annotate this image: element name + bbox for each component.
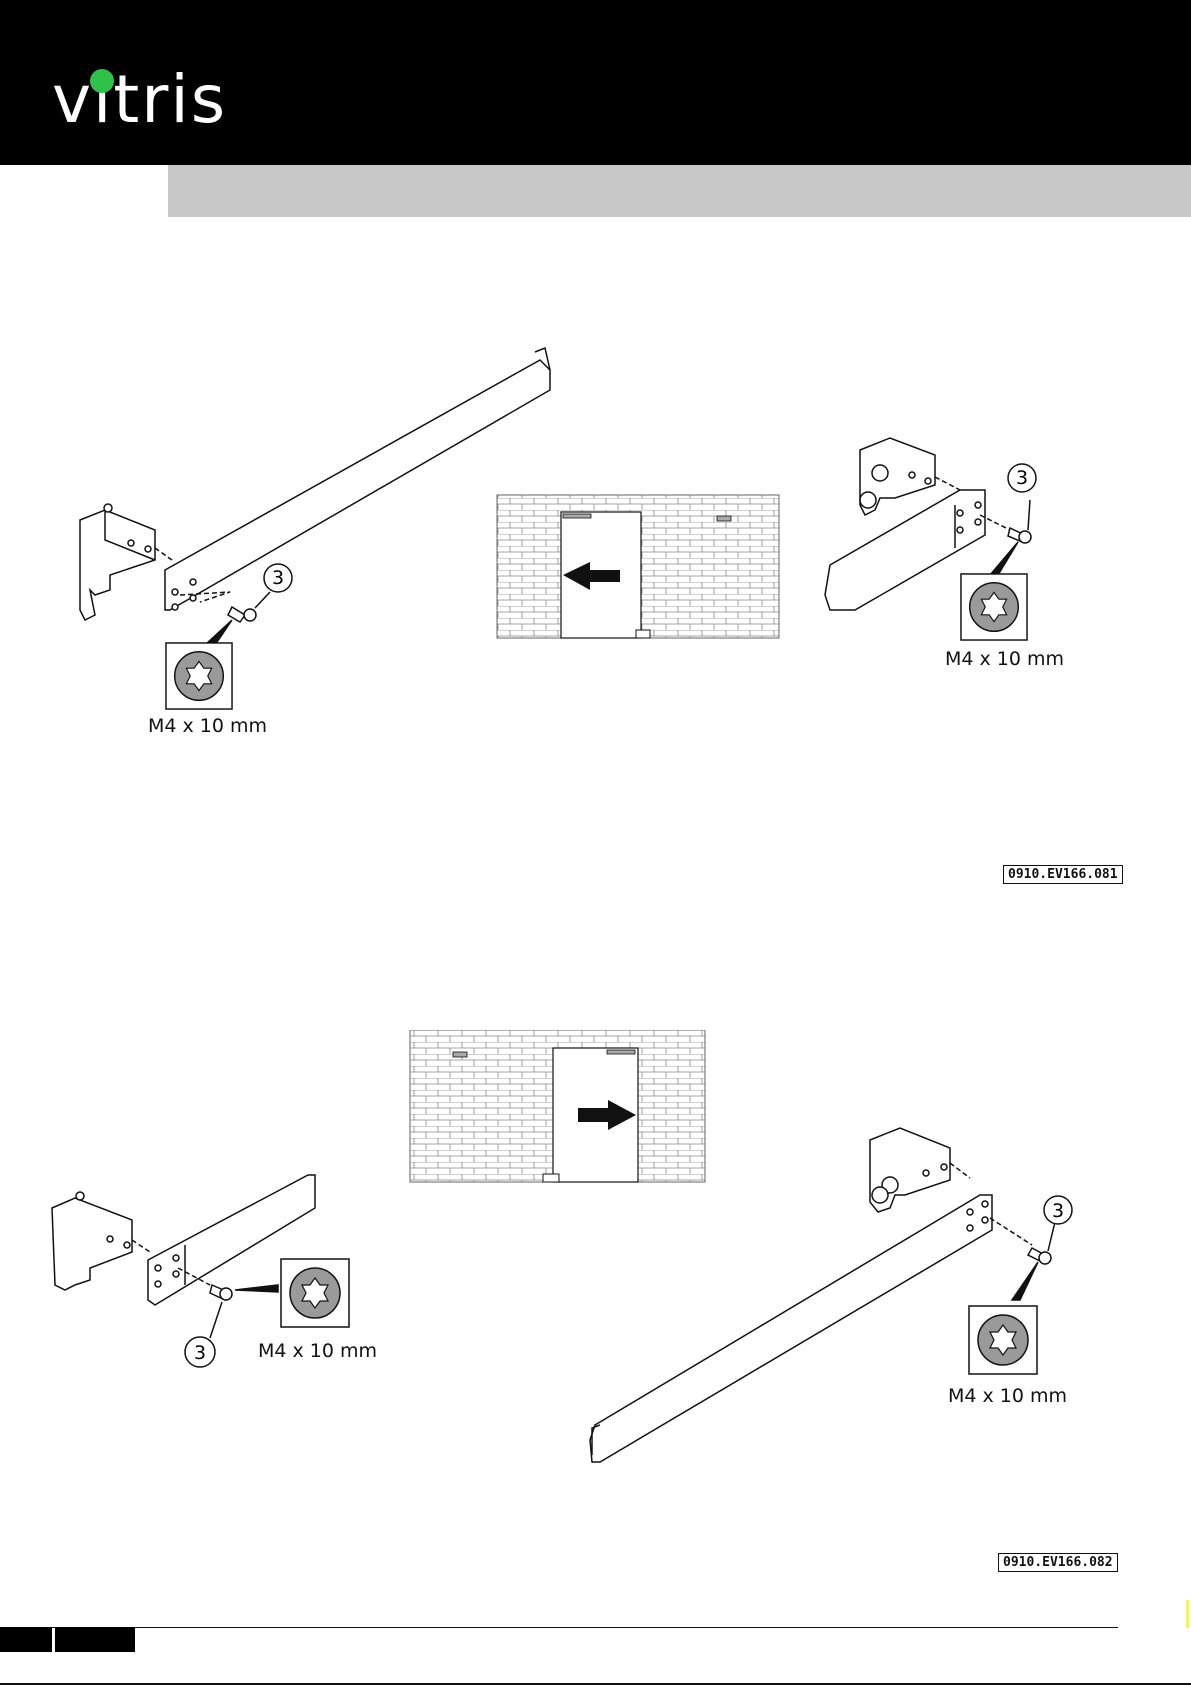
footer-block: [0, 1627, 52, 1652]
figure-1-illustration: 3 3: [0, 330, 1191, 890]
figure-reference: 0910.EV166.082: [998, 1553, 1118, 1572]
wall-door-left: [497, 495, 779, 638]
logo-text: vitris: [52, 60, 227, 140]
screw-size-label-right: M4 x 10 mm: [948, 1385, 1067, 1407]
left-bracket-assembly: [52, 1175, 315, 1367]
screw-size-label-left: M4 x 10 mm: [258, 1340, 377, 1362]
left-bracket-assembly: [80, 348, 550, 645]
footer-rule: [0, 1627, 1118, 1628]
figure-2-illustration: 3 3: [0, 1030, 1191, 1600]
wall-door-right: [410, 1030, 705, 1182]
callout-number-right: 3: [1016, 467, 1028, 489]
callout-number-left: 3: [272, 567, 284, 589]
figure-2: 3 3 M4 x 10 mm M4 x 10 mm 0910.EV166.082: [0, 1030, 1191, 1590]
screw-size-label-left: M4 x 10 mm: [148, 715, 267, 737]
page-header: vitris: [0, 0, 1191, 165]
footer-block: [55, 1627, 135, 1652]
section-bar: [168, 165, 1191, 217]
callout-number-left: 3: [194, 1342, 206, 1364]
figure-1: 3 3 M4 x 10 mm M4 x 10 mm 0910.EV166.081: [0, 330, 1191, 890]
callout-number-right: 3: [1052, 1200, 1064, 1222]
screw-size-label-right: M4 x 10 mm: [945, 648, 1064, 670]
logo-dot: [90, 69, 114, 93]
edge-mark: [1186, 1600, 1189, 1628]
figure-reference: 0910.EV166.081: [1003, 865, 1123, 884]
